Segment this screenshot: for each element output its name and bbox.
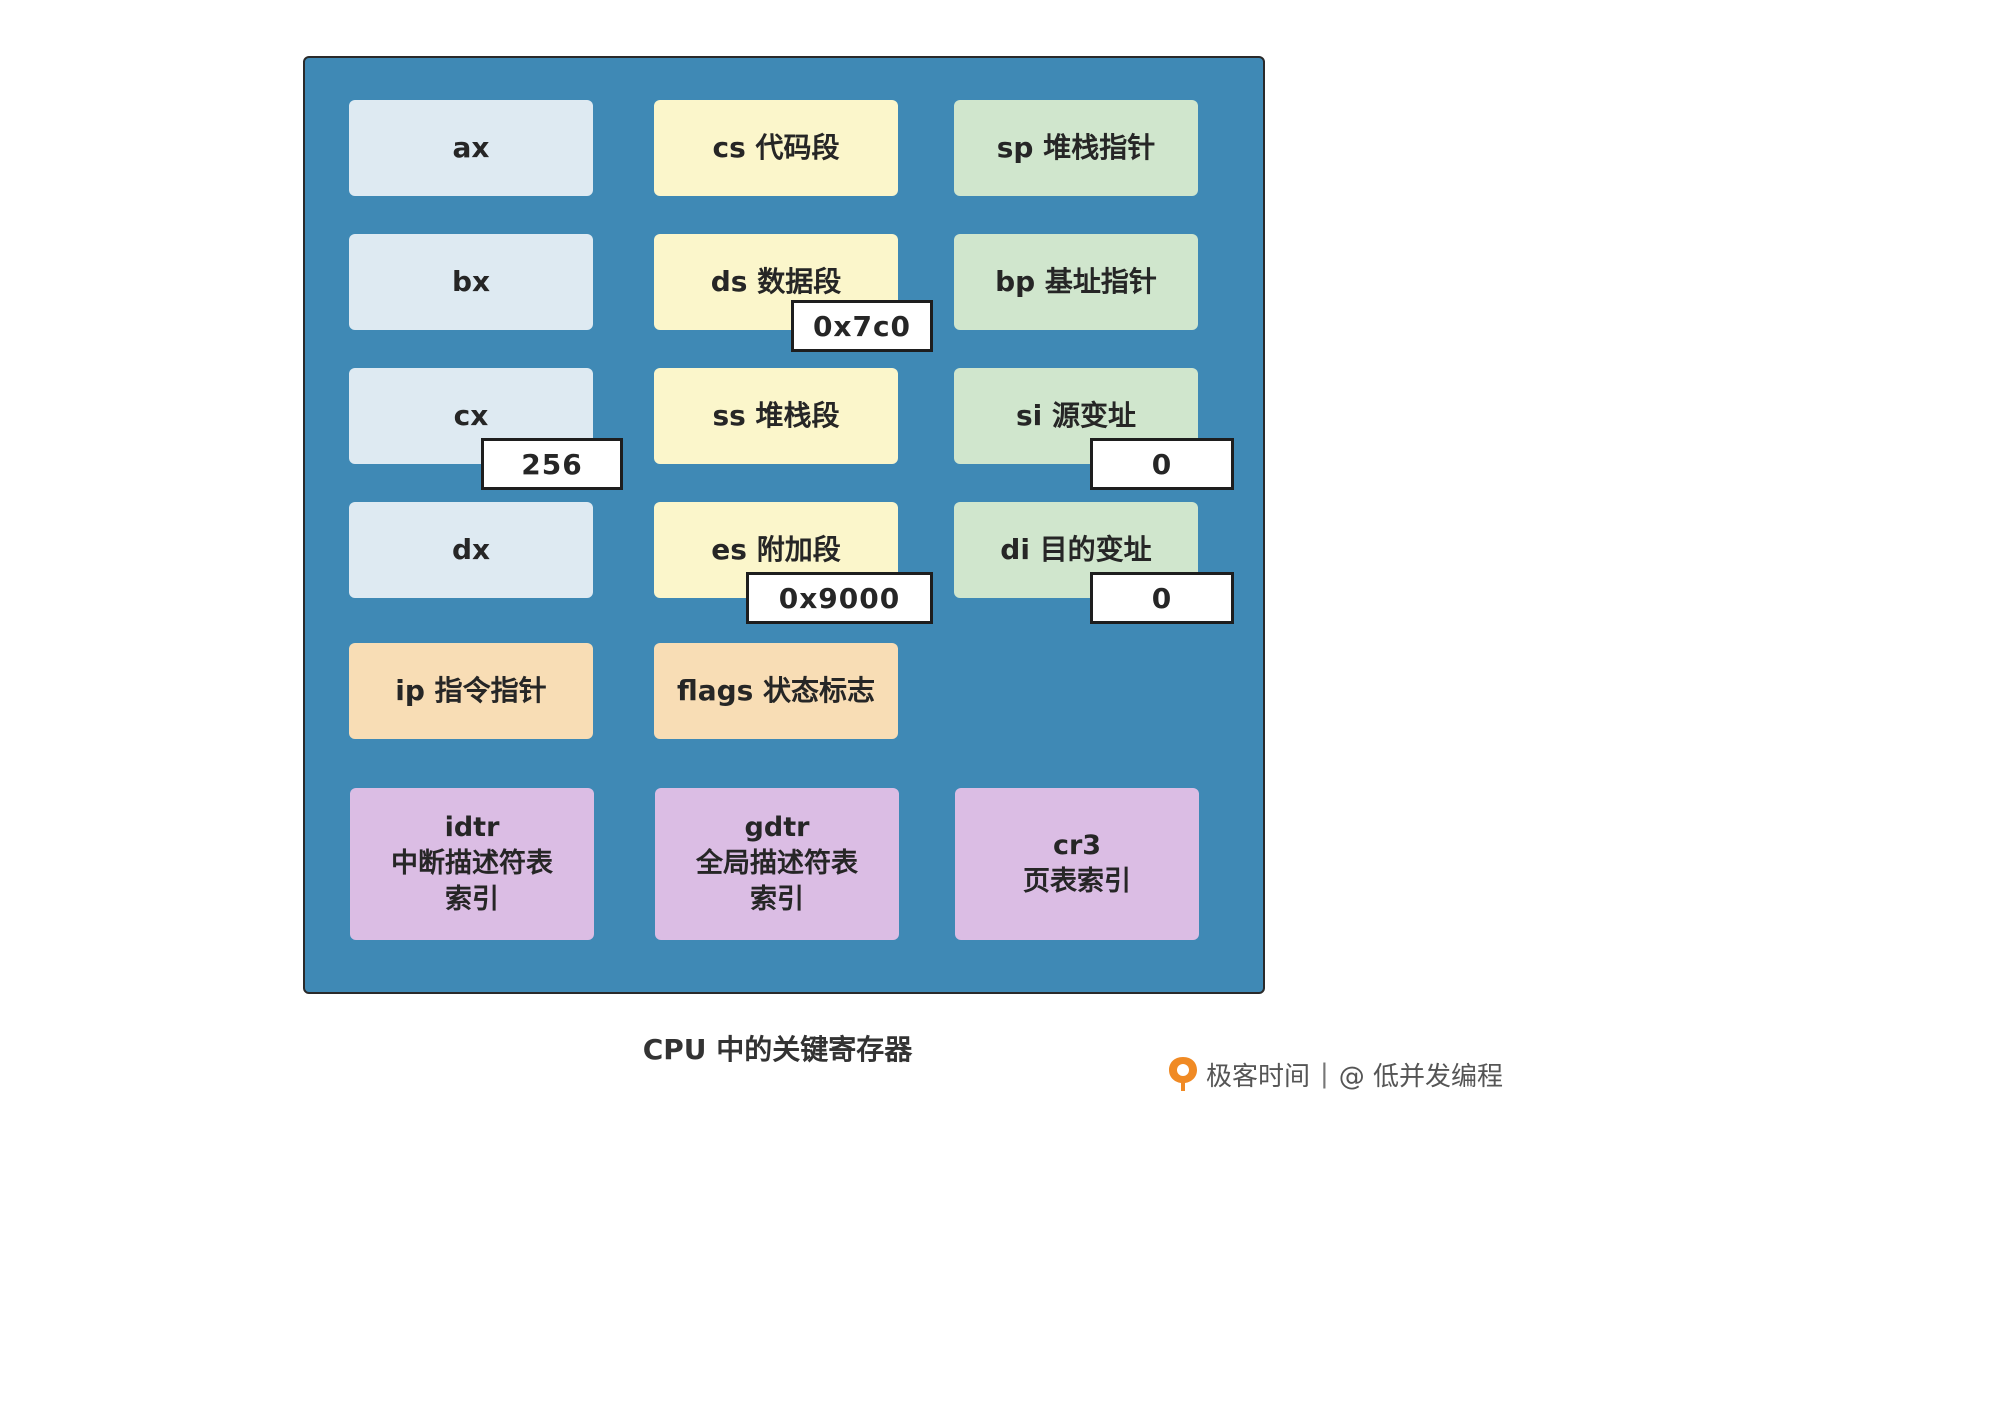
geektime-logo-icon: [1169, 1057, 1197, 1091]
register-idtr-line-1: idtr: [444, 812, 500, 843]
watermark-author: @ 低并发编程: [1338, 1061, 1504, 1092]
register-bp-label: bp 基址指针: [995, 265, 1157, 298]
register-gdtr-line-3: 索引: [750, 884, 804, 915]
watermark-brand: 极客时间: [1206, 1061, 1311, 1092]
register-cx-label: cx: [453, 399, 489, 432]
cpu-registers-panel: ax bx cx dx cs 代码段 ds 数据段 ss 堆栈段 es 附加段 …: [303, 56, 1265, 994]
register-cx: cx: [349, 368, 593, 464]
register-di-label: di 目的变址: [1000, 533, 1152, 566]
value-box-si: 0: [1090, 438, 1234, 490]
register-ip-label: ip 指令指针: [395, 674, 547, 707]
value-es: 0x9000: [778, 581, 901, 615]
register-cr3: cr3 页表索引: [955, 788, 1199, 940]
register-flags-label: flags 状态标志: [676, 674, 876, 707]
register-sp-label: sp 堆栈指针: [996, 131, 1156, 164]
register-gdtr-line-1: gdtr: [744, 812, 810, 843]
register-flags: flags 状态标志: [654, 643, 898, 739]
watermark-separator: |: [1320, 1059, 1329, 1089]
value-cx: 256: [521, 447, 583, 481]
register-idtr: idtr 中断描述符表 索引: [350, 788, 594, 940]
register-sp: sp 堆栈指针: [954, 100, 1198, 196]
register-ax-label: ax: [452, 131, 490, 164]
register-si-label: si 源变址: [1015, 399, 1136, 432]
register-idtr-line-3: 索引: [445, 884, 499, 915]
register-bp: bp 基址指针: [954, 234, 1198, 330]
value-box-cx: 256: [481, 438, 623, 490]
figure-caption: CPU 中的关键寄存器: [642, 1033, 913, 1066]
value-box-ds: 0x7c0: [791, 300, 933, 352]
register-dx-label: dx: [451, 533, 491, 566]
register-si: si 源变址: [954, 368, 1198, 464]
register-cr3-line-1: cr3: [1052, 830, 1102, 861]
value-box-di: 0: [1090, 572, 1234, 624]
register-gdtr: gdtr 全局描述符表 索引: [655, 788, 899, 940]
register-bx: bx: [349, 234, 593, 330]
register-cs: cs 代码段: [654, 100, 898, 196]
value-box-es: 0x9000: [746, 572, 933, 624]
value-ds: 0x7c0: [812, 309, 912, 343]
register-idtr-line-2: 中断描述符表: [391, 848, 553, 879]
register-cs-label: cs 代码段: [712, 131, 840, 164]
register-ds-label: ds 数据段: [710, 265, 842, 298]
register-ss-label: ss 堆栈段: [712, 399, 840, 432]
register-es-label: es 附加段: [711, 533, 841, 566]
value-di: 0: [1151, 581, 1173, 615]
register-cr3-line-2: 页表索引: [1023, 866, 1131, 897]
register-ax: ax: [349, 100, 593, 196]
register-gdtr-line-2: 全局描述符表: [696, 848, 858, 879]
value-si: 0: [1151, 447, 1173, 481]
register-ss: ss 堆栈段: [654, 368, 898, 464]
watermark: 极客时间 | @ 低并发编程: [1166, 1052, 1503, 1096]
register-bx-label: bx: [451, 265, 491, 298]
register-ip: ip 指令指针: [349, 643, 593, 739]
register-dx: dx: [349, 502, 593, 598]
